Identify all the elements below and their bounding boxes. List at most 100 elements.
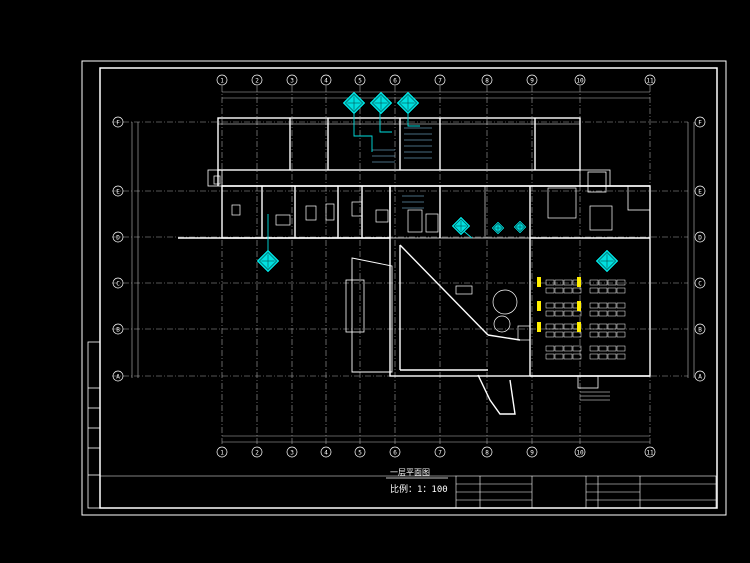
axis-label: F	[116, 120, 120, 127]
axis-label: 7	[438, 450, 442, 457]
desk	[589, 287, 599, 294]
desk	[616, 302, 626, 309]
axis-bubble	[434, 446, 446, 458]
axis-bubble	[574, 74, 586, 86]
axis-label: A	[698, 374, 702, 381]
axis-bubble	[481, 446, 493, 458]
desk	[563, 331, 573, 338]
desk	[607, 302, 617, 309]
desk	[616, 323, 626, 330]
axis-label: 10	[576, 450, 584, 457]
axis-label: E	[698, 189, 702, 196]
axis-bubble	[251, 446, 263, 458]
axis-label: 1	[220, 450, 224, 457]
axis-bubble	[694, 116, 706, 128]
axis-bubble	[112, 116, 124, 128]
axis-label: 9	[530, 78, 534, 85]
desk	[607, 353, 617, 360]
axis-label: 4	[324, 450, 328, 457]
axis-label: 3	[290, 78, 294, 85]
desk	[598, 287, 608, 294]
desk	[589, 345, 599, 352]
axis-label: C	[116, 281, 120, 288]
axis-bubble	[434, 74, 446, 86]
desk	[545, 331, 555, 338]
axis-label: 5	[358, 450, 362, 457]
desk	[545, 302, 555, 309]
network-node-icon	[396, 91, 420, 115]
axis-label: 11	[646, 78, 654, 85]
sheet-outer-frame	[81, 60, 727, 516]
desk	[572, 353, 582, 360]
axis-bubble	[389, 446, 401, 458]
desk	[607, 331, 617, 338]
axis-label: 11	[646, 450, 654, 457]
desk	[554, 345, 564, 352]
axis-bubble	[526, 74, 538, 86]
desk	[598, 323, 608, 330]
desk	[545, 345, 555, 352]
desk	[572, 345, 582, 352]
axis-bubble	[216, 446, 228, 458]
axis-label: E	[116, 189, 120, 196]
axis-label: 6	[393, 78, 397, 85]
node-inner	[514, 221, 526, 233]
axis-bubble	[694, 231, 706, 243]
network-node-icon	[595, 249, 619, 273]
desk	[616, 287, 626, 294]
axis-bubble	[320, 74, 332, 86]
axis-bubble	[574, 446, 586, 458]
axis-label: B	[116, 327, 120, 334]
node-inner	[345, 94, 363, 112]
axis-bubble	[286, 446, 298, 458]
axis-label: D	[698, 235, 702, 242]
axis-bubble	[320, 446, 332, 458]
desk	[589, 323, 599, 330]
desk	[589, 310, 599, 317]
drawing-scale: 比例：1：100	[390, 483, 448, 495]
network-node-icon	[491, 221, 505, 235]
axis-bubble	[112, 277, 124, 289]
desk	[554, 287, 564, 294]
desk	[616, 353, 626, 360]
dimension-lines	[131, 91, 695, 443]
axis-bubble	[354, 74, 366, 86]
axis-label: 9	[530, 450, 534, 457]
desk	[598, 310, 608, 317]
building-walls	[178, 117, 651, 415]
desk	[589, 302, 599, 309]
desk	[554, 279, 564, 286]
axis-label: F	[698, 120, 702, 127]
desk	[554, 331, 564, 338]
desk	[616, 310, 626, 317]
axis-bubble	[112, 323, 124, 335]
desk	[598, 345, 608, 352]
axis-bubble	[694, 277, 706, 289]
axis-bubble	[644, 74, 656, 86]
axis-label: 8	[485, 450, 489, 457]
desk	[607, 287, 617, 294]
axis-label: 5	[358, 78, 362, 85]
axis-bubble	[286, 74, 298, 86]
axis-bubble	[644, 446, 656, 458]
axis-label: C	[698, 281, 702, 288]
desk	[616, 345, 626, 352]
sheet-inner-frame	[99, 67, 718, 509]
desk	[563, 323, 573, 330]
axis-bubble	[694, 185, 706, 197]
axis-label: D	[116, 235, 120, 242]
axis-bubble	[694, 370, 706, 382]
axis-label: 4	[324, 78, 328, 85]
axis-label: 2	[255, 450, 259, 457]
axis-label: 7	[438, 78, 442, 85]
desk	[589, 353, 599, 360]
column-markers	[537, 277, 581, 332]
node-inner	[598, 252, 616, 270]
network-node-icon	[451, 216, 471, 236]
network-lines	[267, 112, 473, 250]
axis-bubble	[389, 74, 401, 86]
desk	[607, 279, 617, 286]
desk	[572, 287, 582, 294]
